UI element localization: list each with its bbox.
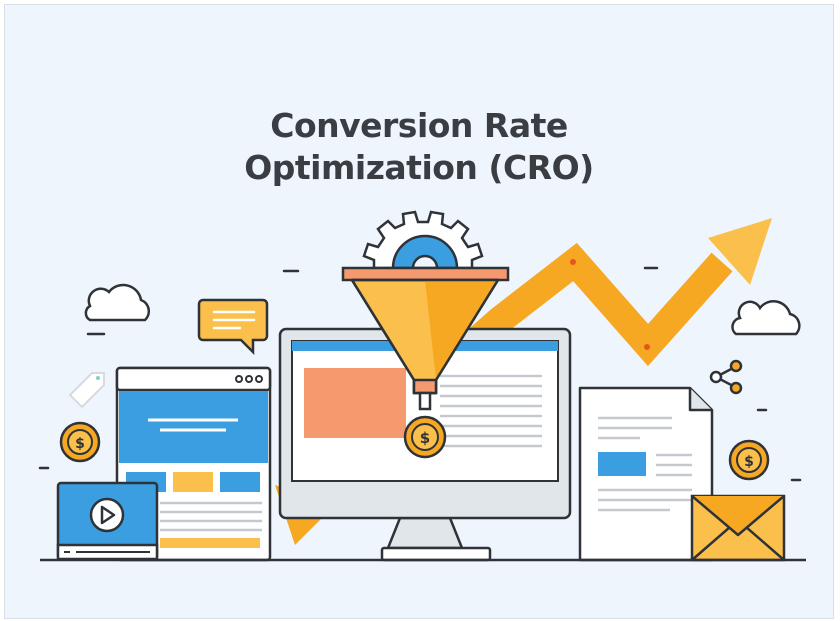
- play-icon: [89, 497, 125, 533]
- browser-dots-icon: [235, 375, 263, 383]
- chat-bubble-icon: [197, 298, 269, 356]
- funnel-icon: [341, 266, 510, 411]
- svg-text:$: $: [744, 454, 754, 470]
- price-tag-icon: [68, 372, 105, 409]
- envelope-icon: [690, 494, 786, 562]
- svg-text:$: $: [75, 436, 85, 452]
- dash-decorations: [38, 266, 802, 482]
- share-icon: [709, 359, 743, 395]
- coin-icon-center: $: [403, 415, 447, 459]
- title-line-1: Conversion Rate: [270, 106, 568, 145]
- cloud-icon-left: [84, 283, 151, 322]
- cloud-icon-right: [731, 300, 801, 336]
- title-line-2: Optimization (CRO): [244, 148, 594, 187]
- document-icon: [578, 386, 714, 562]
- coin-icon-left: $: [59, 421, 101, 463]
- coin-icon-right: $: [728, 439, 770, 481]
- page-title: Conversion Rate Optimization (CRO): [5, 105, 833, 189]
- svg-text:$: $: [420, 429, 430, 447]
- gear-icon: [362, 210, 484, 270]
- video-player: [56, 481, 159, 561]
